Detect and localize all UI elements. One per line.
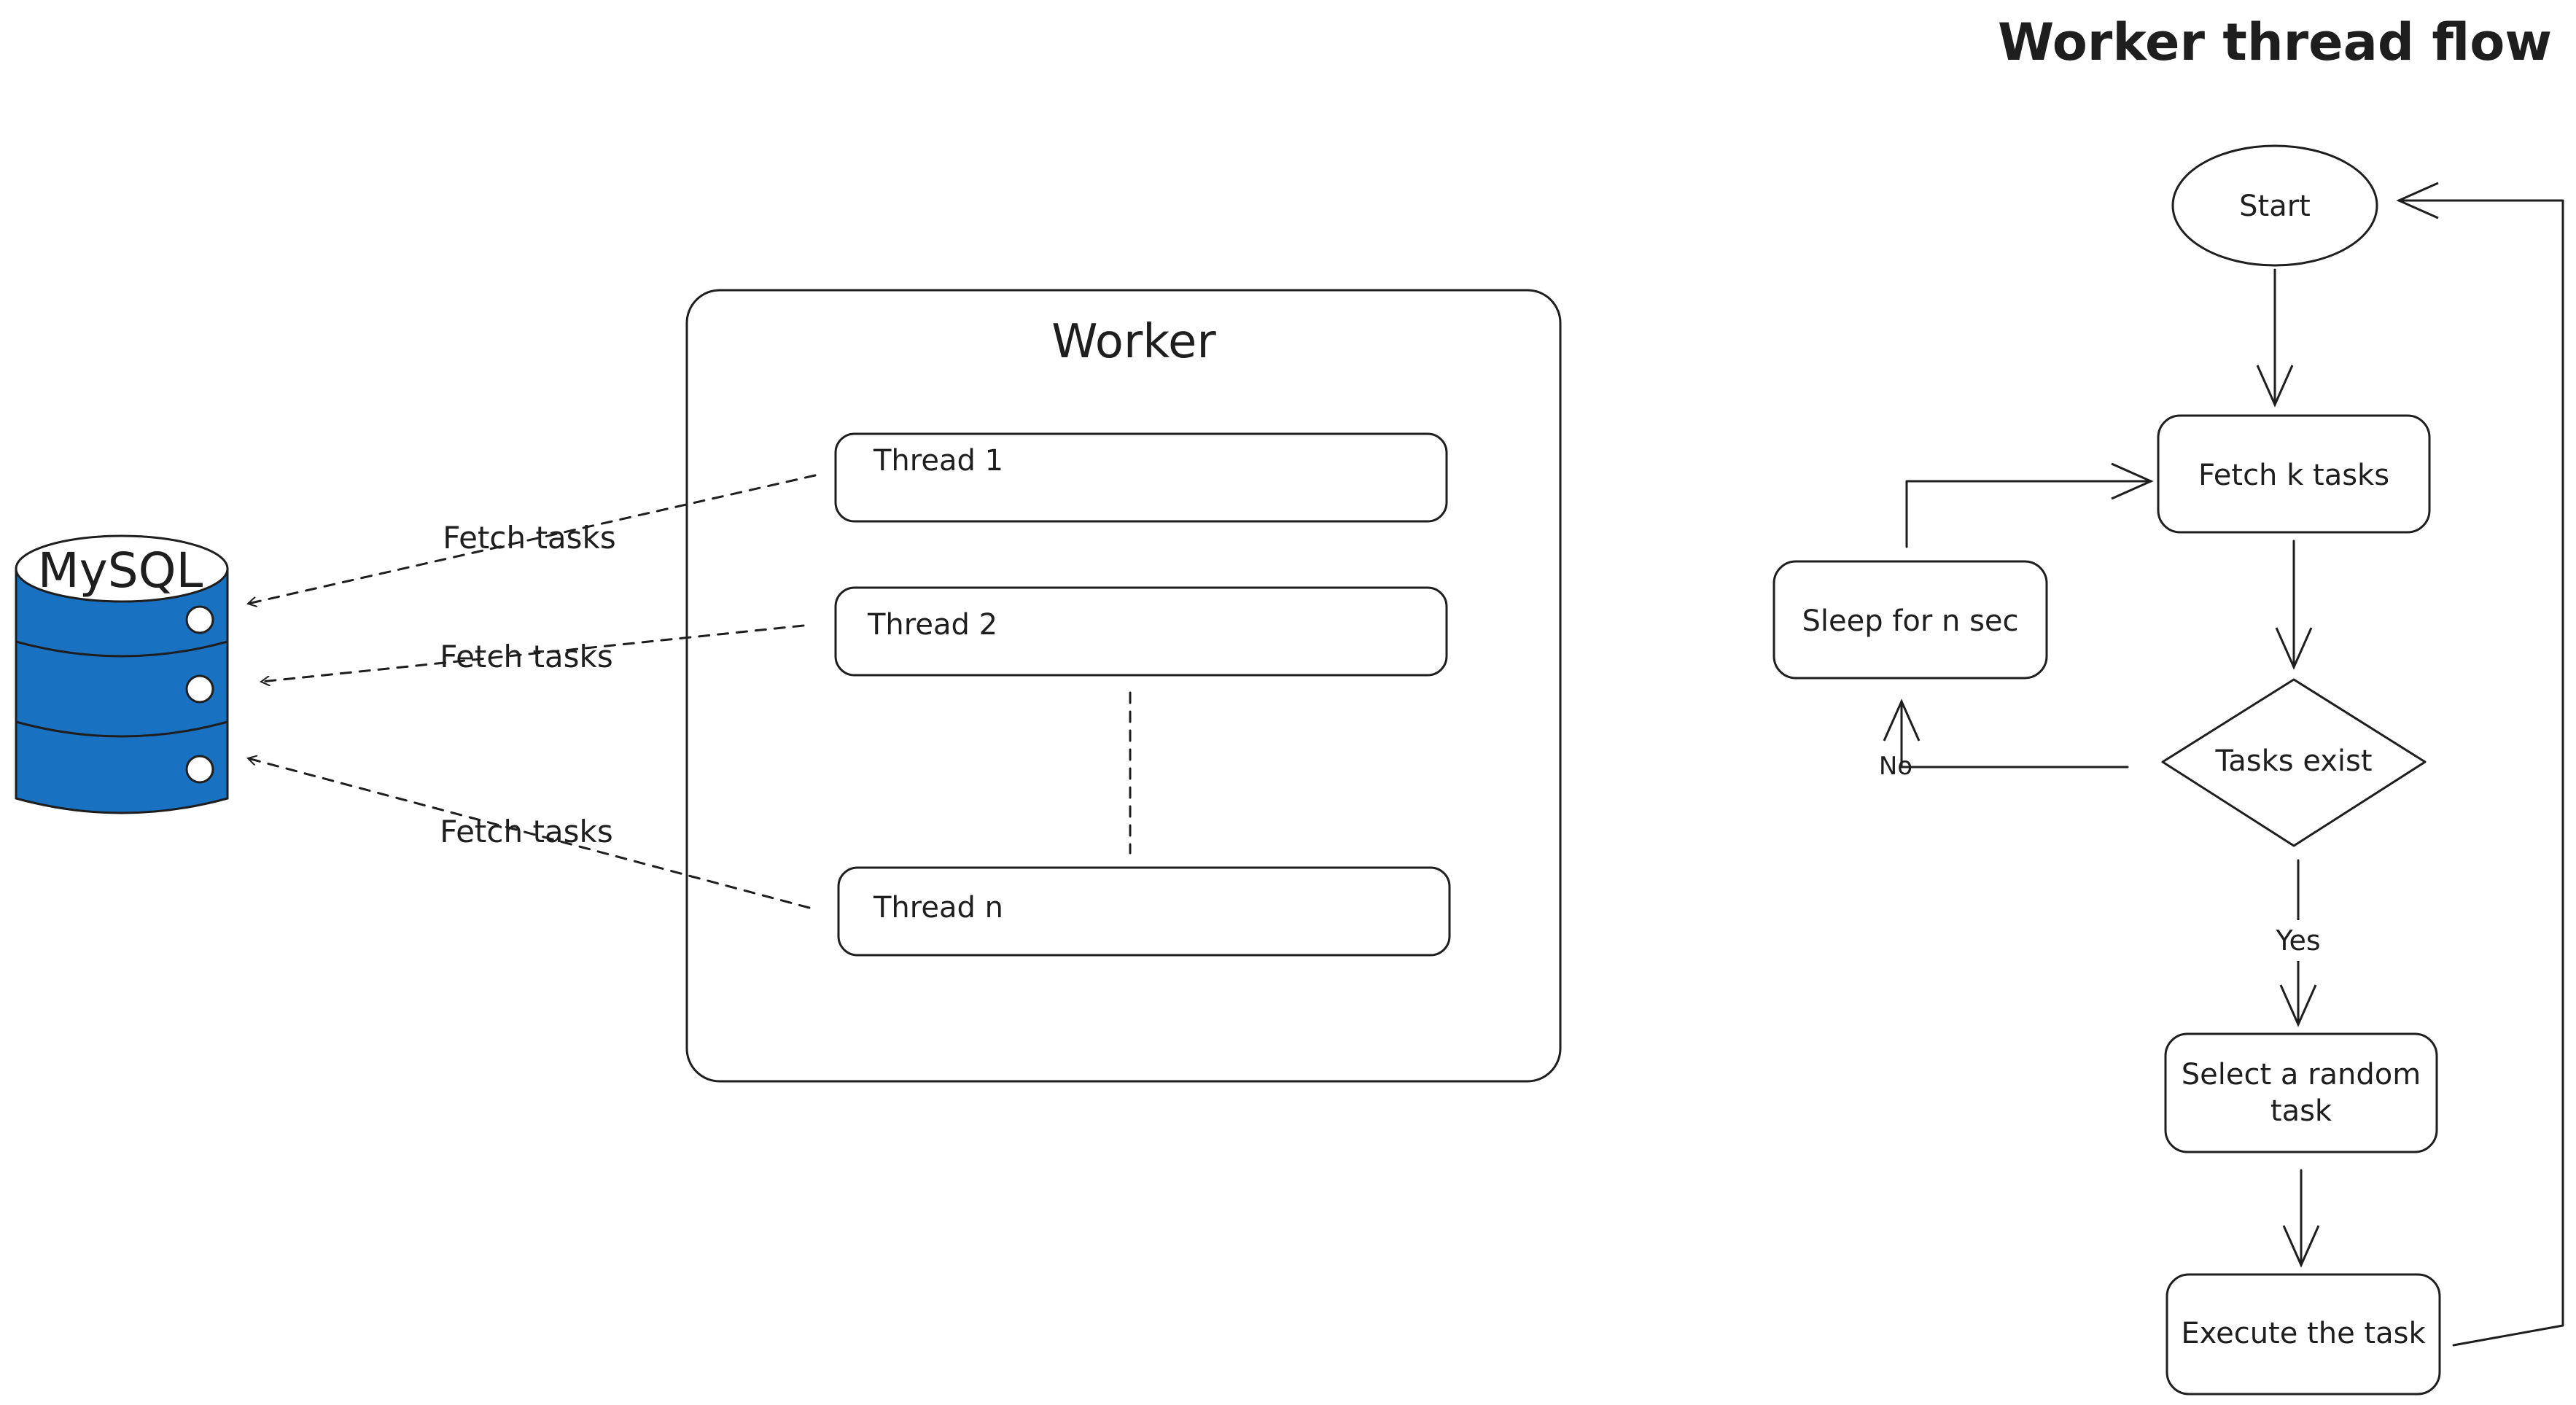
- fetch-tasks-node: [2157, 414, 2431, 534]
- decision-no-arrow: [1883, 698, 2129, 768]
- tasks-exist-label: Tasks exist: [2214, 744, 2372, 778]
- mysql-database-icon: [15, 534, 229, 814]
- flow-title: Worker thread flow: [1998, 12, 2552, 72]
- worker-container: [685, 289, 1562, 1083]
- thread-n-box: [837, 866, 1451, 957]
- fetch-label-1: Fetch tasks: [443, 520, 616, 556]
- execute-task-label: Execute the task: [2181, 1317, 2426, 1350]
- sleep-to-fetch-arrow: [1905, 462, 2154, 548]
- sleep-label: Sleep for n sec: [1802, 604, 2018, 638]
- thread-1-box: [834, 432, 1448, 523]
- execute-task-node: [2166, 1273, 2441, 1396]
- thread-2-box: [834, 586, 1448, 677]
- thread-1-label: Thread 1: [873, 444, 1003, 478]
- tasks-exist-decision: [2161, 678, 2427, 847]
- start-node: [2171, 144, 2378, 267]
- yes-label: Yes: [2275, 925, 2320, 957]
- fetch-arrow-1: [248, 474, 817, 604]
- start-label: Start: [2239, 190, 2311, 223]
- fetch-arrow-2: [261, 624, 805, 682]
- thread-2-label: Thread 2: [867, 608, 997, 642]
- select-task-node: [2164, 1032, 2438, 1153]
- fetch-label-2: Fetch tasks: [440, 639, 613, 674]
- thread-n-label: Thread n: [873, 891, 1003, 925]
- execute-to-start-loop-arrow: [2396, 182, 2564, 1347]
- mysql-label: MySQL: [38, 542, 203, 599]
- sleep-node: [1773, 560, 2048, 680]
- fetch-tasks-label: Fetch k tasks: [2198, 459, 2389, 492]
- fetch-label-3: Fetch tasks: [440, 814, 613, 849]
- select-task-label-line1: Select a random: [2182, 1058, 2421, 1091]
- no-label: No: [1879, 752, 1912, 781]
- fetch-arrow-3: [248, 758, 811, 909]
- worker-title: Worker: [1051, 315, 1216, 369]
- select-task-label-line2: task: [2270, 1094, 2332, 1128]
